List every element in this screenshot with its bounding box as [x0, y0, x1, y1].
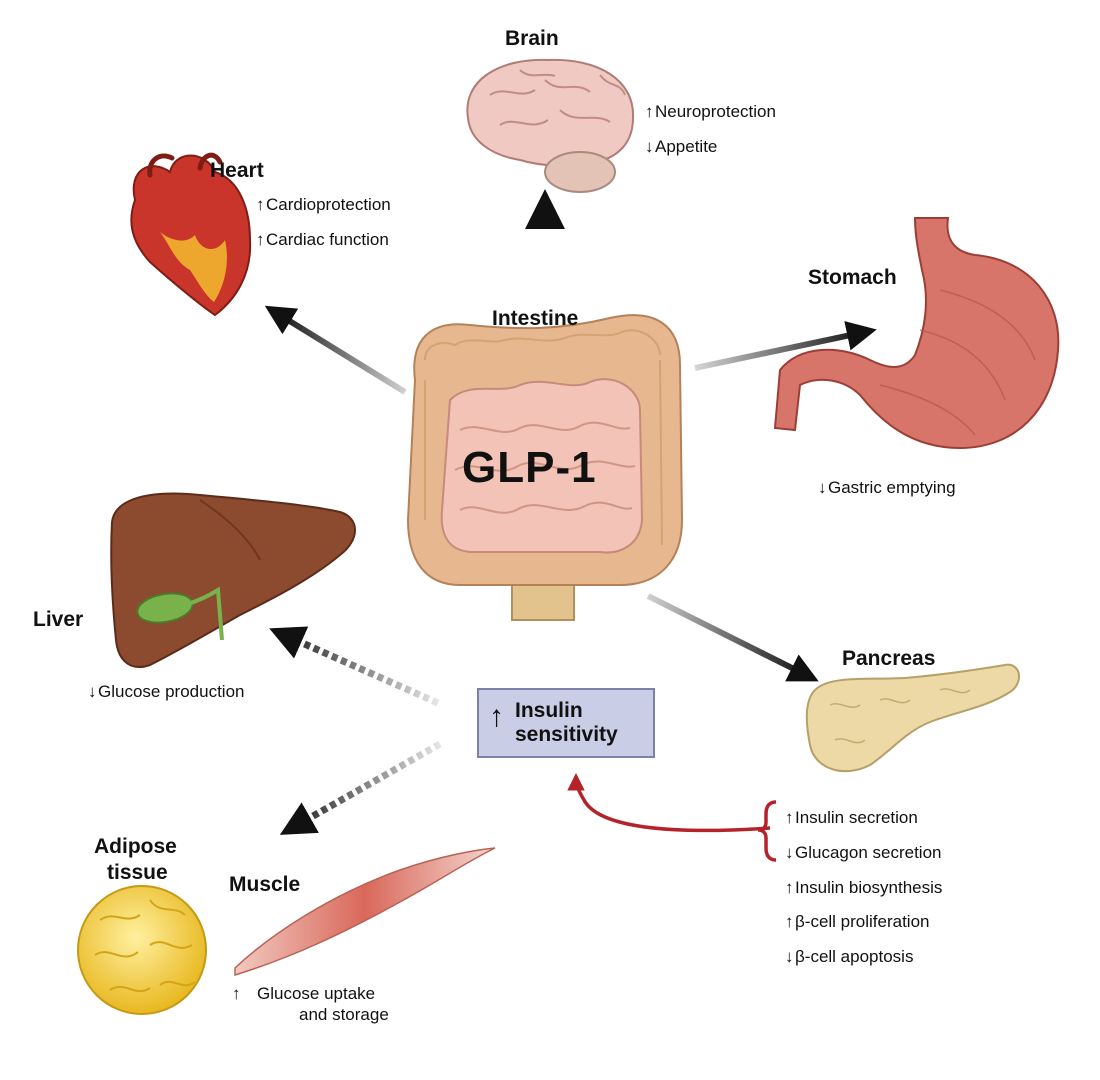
intestine-label: Intestine — [492, 307, 579, 330]
up-arrow-icon: ↑ — [256, 230, 265, 249]
pancreas-effects-brace — [757, 800, 777, 862]
stomach-effect-1: ↓Gastric emptying — [818, 478, 956, 497]
adipose-label-line2: tissue — [107, 861, 168, 884]
heart-label: Heart — [210, 159, 264, 182]
heart-effect-2: ↑Cardiac function — [256, 230, 389, 249]
muscle-label: Muscle — [229, 873, 301, 896]
brain-illustration — [466, 58, 635, 193]
glp1-label: GLP-1 — [462, 443, 597, 492]
pancreas-effect-1: ↑Insulin secretion — [785, 808, 918, 827]
stomach-illustration — [773, 217, 1060, 450]
brain-effect-2: ↓Appetite — [645, 137, 718, 156]
feedback-arrow — [567, 773, 771, 833]
intestine-illustration — [406, 314, 684, 621]
adipose-label-line1: Adipose — [94, 835, 177, 858]
up-arrow-icon: ↑ — [489, 700, 504, 733]
muscle-illustration — [234, 847, 496, 977]
pancreas-effect-3: ↑Insulin biosynthesis — [785, 878, 943, 897]
insulin-sensitivity-label: Insulin sensitivity — [515, 699, 618, 746]
pancreas-label: Pancreas — [842, 647, 936, 670]
brain-label: Brain — [505, 27, 559, 50]
muscle-effect-arrow: up↑ — [232, 984, 241, 1003]
down-arrow-icon: ↓ — [818, 478, 827, 497]
pancreas-effect-5: ↓β-cell apoptosis — [785, 947, 914, 966]
up-arrow-icon: ↑ — [785, 808, 794, 827]
down-arrow-icon: ↓ — [785, 843, 794, 862]
liver-label: Liver — [33, 608, 84, 631]
pancreas-effect-4: ↑β-cell proliferation — [785, 912, 930, 931]
up-arrow-icon: ↑ — [256, 195, 265, 214]
up-arrow-icon: ↑ — [785, 912, 794, 931]
arrow-to-pancreas — [646, 593, 819, 682]
arrow-to-muscle — [279, 740, 442, 835]
adipose-illustration — [77, 885, 207, 1015]
heart-effect-1: ↑Cardioprotection — [256, 195, 391, 214]
liver-effect-1: ↓Glucose production — [88, 682, 245, 701]
pancreas-effect-2: ↓Glucagon secretion — [785, 843, 942, 862]
up-arrow-icon: ↑ — [785, 878, 794, 897]
stomach-label: Stomach — [808, 266, 897, 289]
arrow-to-heart — [264, 305, 407, 395]
down-arrow-icon: ↓ — [88, 682, 97, 701]
insulin-sensitivity-box: ↑ Insulin sensitivity — [477, 688, 655, 758]
heart-illustration — [130, 152, 252, 317]
liver-illustration — [110, 492, 356, 668]
down-arrow-icon: ↓ — [645, 137, 654, 156]
arrow-to-stomach — [694, 321, 877, 371]
down-arrow-icon: ↓ — [785, 947, 794, 966]
arrow-to-liver — [269, 626, 440, 707]
muscle-effect-line1: Glucose uptake — [257, 984, 376, 1003]
brain-effect-1: ↑Neuroprotection — [645, 102, 776, 121]
muscle-effect-line2: and storage — [299, 1005, 389, 1024]
pancreas-illustration — [805, 663, 1020, 773]
up-arrow-icon: ↑ — [645, 102, 654, 121]
